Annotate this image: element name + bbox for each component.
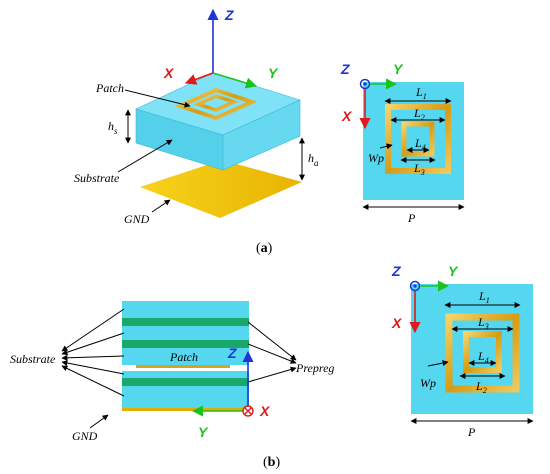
- side-prepreg-label: Prepreg: [295, 361, 334, 375]
- side-substrate-label: Substrate: [10, 352, 56, 366]
- panel-b-top-view: Z Y X L1 L3 L4 L2 Wp P: [391, 263, 534, 439]
- side-substrate-arrow-3: [61, 354, 125, 361]
- iso-patch-pointer: [124, 89, 191, 108]
- top-b-l3-label: L3: [477, 315, 489, 331]
- iso-gnd-pointer: [151, 199, 171, 213]
- side-layer-substrate-3: [122, 348, 249, 365]
- side-gnd-label: GND: [72, 429, 98, 443]
- top-b-y-label: Y: [448, 263, 459, 279]
- iso-ha-label: ha: [308, 151, 319, 168]
- iso-substrate-pointer: [117, 139, 173, 173]
- top-a-l4-label: L4: [414, 136, 426, 152]
- top-a-l1-label: L1: [415, 85, 427, 101]
- top-a-outer-ring: [385, 104, 451, 174]
- side-patch-label: Patch: [169, 350, 198, 364]
- side-substrate-arrow-5: [61, 365, 125, 397]
- top-a-x-label: X: [341, 108, 353, 124]
- side-layer-substrate-4: [122, 371, 249, 378]
- side-substrate-arrow-1: [61, 308, 125, 352]
- side-layer-gnd: [122, 408, 249, 411]
- side-axis-x-cross: [244, 407, 252, 415]
- top-a-p-label: P: [407, 211, 416, 225]
- side-prepreg-arrow-1: [247, 321, 297, 361]
- top-a-l3-label: L3: [413, 161, 425, 177]
- top-a-inner-ring: [401, 121, 435, 157]
- panel-a-top-view: Z Y X L1 L2 L4 L3 Wp P: [340, 61, 465, 225]
- side-prepreg-arrow-3: [247, 366, 297, 383]
- top-b-wp-label: Wp: [420, 376, 436, 390]
- top-b-z-axis-marker: [409, 280, 421, 292]
- side-layer-substrate-5: [122, 386, 249, 408]
- top-a-wp-label: Wp: [368, 151, 384, 165]
- top-b-inner-ring: [463, 331, 502, 373]
- side-axis-x-label: X: [259, 403, 271, 419]
- top-a-z-axis-marker: [359, 78, 371, 90]
- patch-outer-ring: [174, 87, 258, 121]
- iso-axis-y-arrow: [212, 72, 258, 89]
- side-axis-z-label: Z: [227, 345, 237, 361]
- top-b-p-label: P: [467, 425, 476, 439]
- iso-patch-label: Patch: [95, 81, 124, 95]
- iso-substrate-label: Substrate: [74, 171, 120, 185]
- side-axis-y-label: Y: [198, 424, 209, 440]
- top-b-l1-label: L1: [478, 289, 490, 305]
- caption-b: (b): [263, 455, 280, 470]
- side-gnd-pointer: [89, 414, 109, 429]
- side-layer-substrate-2: [122, 326, 249, 340]
- gnd-plane: [140, 160, 302, 218]
- iso-axis-y-label: Y: [268, 65, 279, 81]
- side-substrate-arrow-4: [61, 360, 125, 375]
- top-a-wp-pointer: [379, 143, 393, 150]
- top-b-x-label: X: [391, 315, 403, 331]
- side-layer-prepreg-1: [122, 318, 249, 326]
- iso-axis-x-label: X: [163, 65, 175, 81]
- side-layer-prepreg-3: [122, 378, 249, 386]
- caption-a: (a): [256, 241, 273, 256]
- iso-axis-x-arrow: [184, 72, 214, 85]
- top-b-outer-ring: [445, 313, 520, 393]
- top-a-z-axis-dot: [363, 82, 367, 86]
- side-substrate-arrow-2: [61, 332, 125, 356]
- top-b-l2-label: L2: [475, 379, 487, 395]
- panel-a-isometric-view: Z X Y Patch Substrate GND hs ha: [74, 7, 319, 226]
- patch-inner-ring: [193, 94, 239, 112]
- top-a-y-label: Y: [393, 61, 404, 77]
- top-b-z-label: Z: [391, 263, 401, 279]
- side-layer-prepreg-2: [122, 340, 249, 348]
- top-b-z-axis-dot: [413, 284, 417, 288]
- side-layer-substrate-1: [122, 301, 249, 318]
- iso-axis-z-label: Z: [224, 7, 234, 23]
- side-layer-patch: [136, 365, 230, 368]
- panel-b-side-view: Substrate Prepreg Patch GND Z X Y: [10, 301, 334, 443]
- side-prepreg-arrow-2: [247, 343, 297, 364]
- top-b-l4-label: L4: [477, 349, 489, 365]
- iso-gnd-label: GND: [124, 212, 150, 226]
- top-a-z-label: Z: [340, 61, 350, 77]
- substrate-right-face: [222, 99, 301, 171]
- top-b-wp-pointer: [427, 360, 449, 367]
- top-a-l2-label: L2: [413, 106, 425, 122]
- iso-hs-label: hs: [108, 119, 118, 136]
